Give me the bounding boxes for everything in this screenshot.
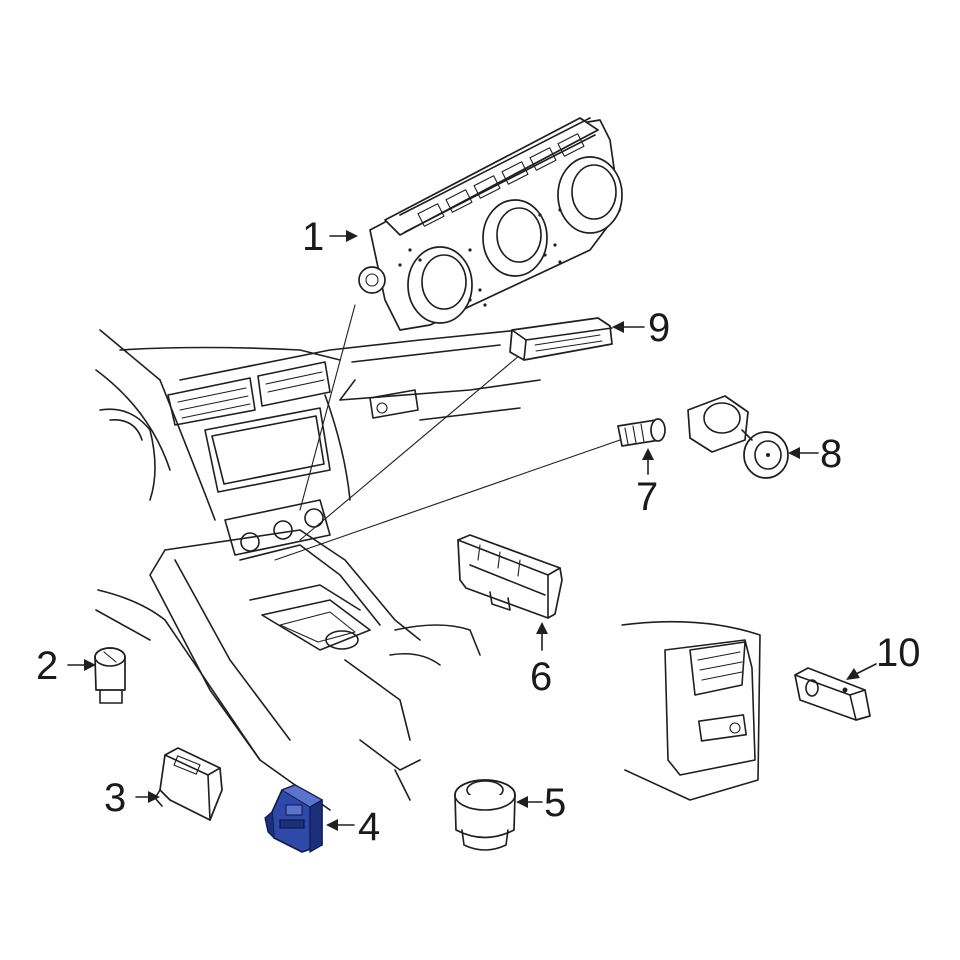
panel-buttons (417, 133, 585, 227)
part-4-highlighted-switch (264, 784, 324, 854)
callout-1: 1 (302, 215, 358, 259)
panel-knobs (407, 156, 623, 324)
callout-label-2: 2 (36, 644, 58, 688)
dashboard-outline (95, 329, 541, 811)
callout-label-9: 9 (648, 306, 670, 350)
part-2-push-button (94, 647, 126, 704)
part-5-rotary-knob (454, 779, 516, 851)
callout-7: 7 (636, 448, 658, 519)
callout-9: 9 (612, 306, 670, 350)
part-9-switch-strip (509, 317, 613, 361)
panel-dots (398, 208, 562, 307)
part-3-switch-module (154, 747, 223, 821)
part-8-power-outlet (687, 395, 789, 479)
callout-label-6: 6 (530, 655, 552, 699)
rear-console-outline (621, 620, 761, 801)
callout-6: 6 (530, 622, 552, 699)
callout-2: 2 (36, 644, 96, 688)
leader-lines (274, 304, 621, 561)
callout-label-8: 8 (820, 432, 842, 476)
part-6-seat-switch-panel (457, 534, 563, 619)
callout-label-5: 5 (544, 781, 566, 825)
callout-label-10: 10 (876, 631, 921, 675)
callout-label-1: 1 (302, 215, 324, 259)
part-1-climate-control-panel (358, 117, 623, 331)
part-10-sensor (794, 667, 871, 721)
callout-4: 4 (326, 805, 380, 849)
callout-5: 5 (516, 781, 566, 825)
callout-3: 3 (104, 776, 160, 820)
callout-8: 8 (788, 432, 842, 476)
callout-label-4: 4 (358, 805, 380, 849)
callout-label-3: 3 (104, 776, 126, 820)
callout-10: 10 (846, 631, 921, 680)
callout-label-7: 7 (636, 475, 658, 519)
part-7-socket-insert (617, 418, 666, 447)
